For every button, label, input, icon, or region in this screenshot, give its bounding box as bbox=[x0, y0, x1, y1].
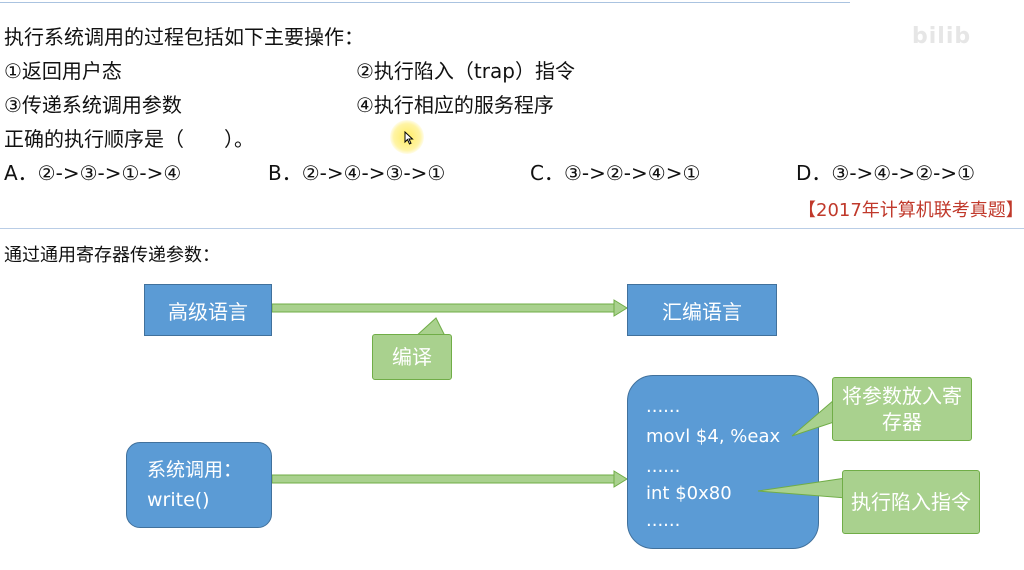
question-stem: 执行系统调用的过程包括如下主要操作： bbox=[4, 25, 364, 49]
section-divider bbox=[0, 228, 1024, 229]
compile-arrow-head bbox=[613, 299, 628, 317]
asm-line: ...... bbox=[646, 510, 681, 531]
choice-a: A．②->③->①->④ bbox=[4, 161, 182, 185]
choice-c: C．③->②->④>① bbox=[530, 161, 701, 185]
asm-line: ...... bbox=[646, 456, 681, 477]
asm-line: ...... bbox=[646, 396, 681, 417]
source-tag: 【2017年计算机联考真题】 bbox=[798, 200, 1024, 221]
asm-line: int $0x80 bbox=[646, 483, 732, 504]
question-prompt: 正确的执行顺序是（ ）。 bbox=[4, 127, 254, 151]
trap-callout-pointer bbox=[757, 477, 847, 499]
mouse-cursor-icon bbox=[404, 131, 414, 145]
register-callout: 将参数放入寄存器 bbox=[832, 377, 972, 441]
assembly-code-box: ...... movl $4, %eax ...... int $0x80 ..… bbox=[627, 375, 819, 549]
choice-d: D．③->④->②->① bbox=[796, 161, 976, 185]
operation-3: ③传递系统调用参数 bbox=[4, 93, 182, 117]
high-level-language-box: 高级语言 bbox=[144, 284, 272, 336]
operation-4: ④执行相应的服务程序 bbox=[356, 93, 554, 117]
system-call-label: 系统调用： bbox=[147, 459, 243, 481]
system-call-func: write() bbox=[147, 489, 210, 511]
compile-callout: 编译 bbox=[372, 334, 452, 380]
operation-2: ②执行陷入（trap）指令 bbox=[356, 59, 575, 83]
syscall-arrow-head bbox=[613, 470, 628, 488]
system-call-box: 系统调用： write() bbox=[126, 442, 272, 528]
asm-line: movl $4, %eax bbox=[646, 426, 781, 447]
assembly-language-box: 汇编语言 bbox=[627, 284, 777, 336]
syscall-arrow-shaft bbox=[271, 474, 617, 484]
watermark-logo: bilib bbox=[912, 24, 972, 49]
top-divider bbox=[0, 2, 850, 3]
compile-arrow-shaft bbox=[271, 303, 617, 313]
section-heading: 通过通用寄存器传递参数： bbox=[4, 245, 220, 266]
trap-callout: 执行陷入指令 bbox=[842, 470, 980, 534]
choice-b: B．②->④->③->① bbox=[268, 161, 446, 185]
operation-1: ①返回用户态 bbox=[4, 59, 122, 83]
